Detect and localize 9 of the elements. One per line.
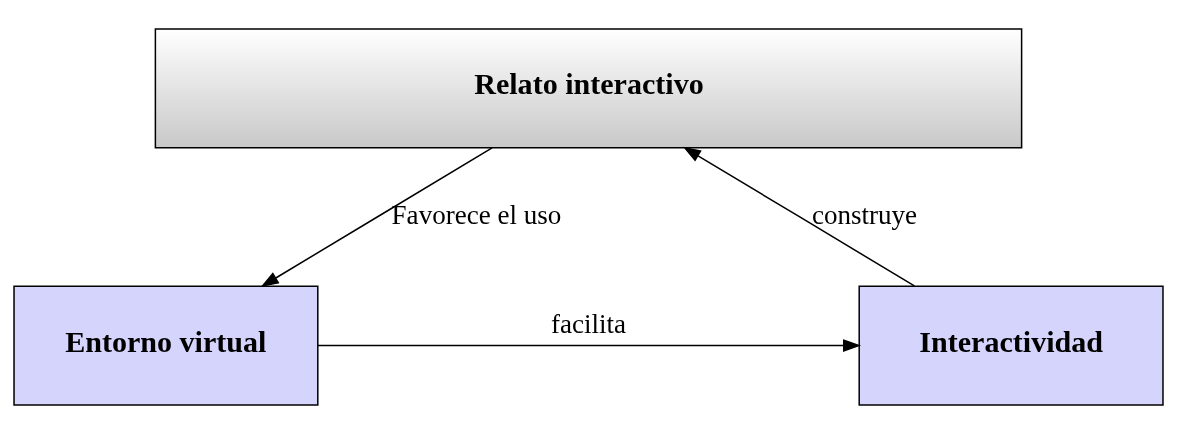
edge-label: Favorece el uso bbox=[391, 199, 562, 230]
edge-label: construye bbox=[811, 199, 918, 230]
node-box: Interactividad bbox=[858, 284, 1164, 406]
node-box: Entorno virtual bbox=[13, 284, 319, 406]
edge-label: facilita bbox=[550, 308, 627, 339]
node-box: Relato interactivo bbox=[154, 27, 1023, 149]
arrow bbox=[682, 146, 916, 287]
arrow bbox=[260, 146, 493, 287]
arrow bbox=[317, 338, 862, 352]
